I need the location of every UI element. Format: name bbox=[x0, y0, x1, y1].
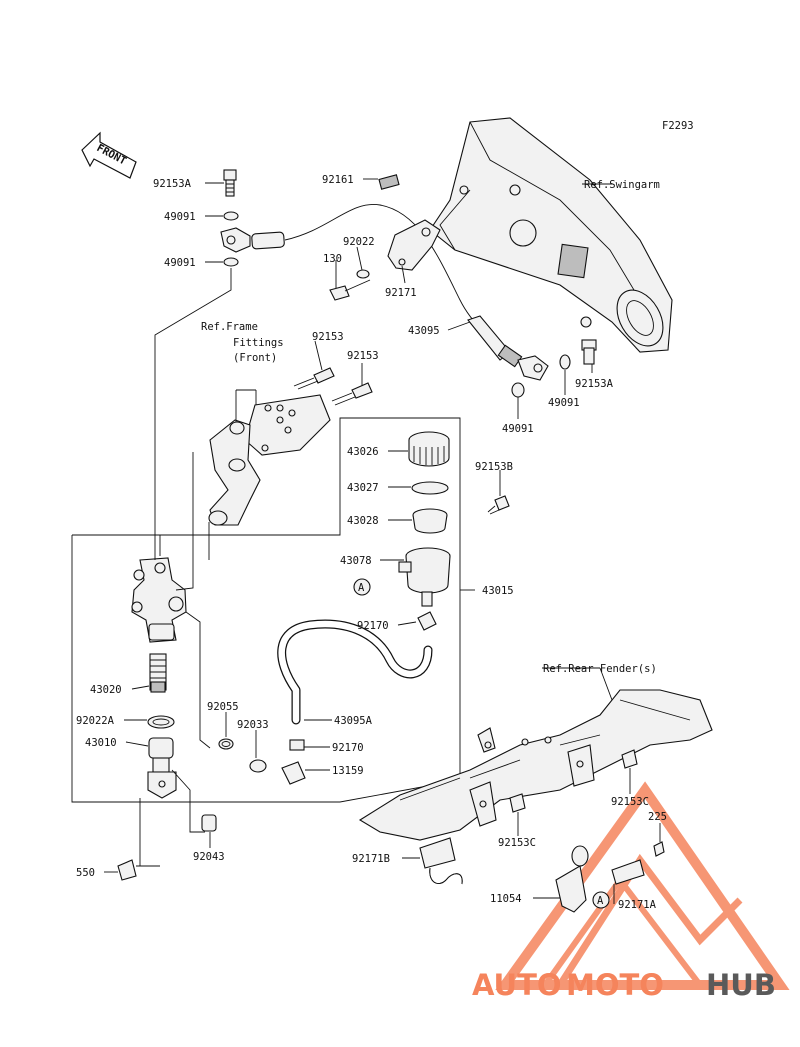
label-43020: 43020 bbox=[90, 684, 122, 696]
label-92153-a: 92153 bbox=[312, 331, 344, 343]
diaphragm bbox=[412, 508, 448, 534]
label-92153C-b: 92153C bbox=[498, 837, 536, 849]
reservoir-cap bbox=[408, 431, 450, 467]
label-49091-a: 49091 bbox=[164, 211, 196, 223]
label-92033: 92033 bbox=[237, 719, 269, 731]
label-92055: 92055 bbox=[207, 701, 239, 713]
frame-fitting-bracket bbox=[208, 367, 373, 526]
label-92153A-top: 92153A bbox=[153, 178, 192, 190]
label-43027: 43027 bbox=[347, 482, 379, 494]
label-92170-b: 92170 bbox=[332, 742, 364, 754]
label-92171B: 92171B bbox=[352, 853, 390, 865]
watermark-part3: HUB bbox=[706, 968, 776, 1002]
label-13159: 13159 bbox=[332, 765, 364, 777]
ref-swingarm: Ref.Swingarm bbox=[584, 179, 660, 191]
leader-lines bbox=[104, 178, 661, 904]
hose-bracket-92171 bbox=[378, 174, 441, 271]
ref-rear-fender: Ref.Rear Fender(s) bbox=[543, 663, 657, 675]
label-92022: 92022 bbox=[343, 236, 375, 248]
marker-a-left: A bbox=[358, 582, 365, 594]
label-43028: 43028 bbox=[347, 515, 379, 527]
label-43095: 43095 bbox=[408, 325, 440, 337]
label-43095A: 43095A bbox=[334, 715, 373, 727]
swingarm-outline bbox=[429, 117, 673, 353]
label-43026: 43026 bbox=[347, 446, 379, 458]
ref-frame-line3: (Front) bbox=[233, 352, 277, 364]
push-rod bbox=[147, 737, 177, 799]
label-550: 550 bbox=[76, 867, 95, 879]
label-11054: 11054 bbox=[490, 893, 522, 905]
front-direction-marker: FRONT bbox=[81, 131, 137, 179]
label-225: 225 bbox=[648, 811, 667, 823]
figure-code: F2293 bbox=[662, 120, 694, 132]
master-cylinder-body bbox=[131, 557, 187, 643]
brake-hose-upper bbox=[220, 169, 521, 361]
label-92153-b: 92153 bbox=[347, 350, 379, 362]
watermark-text: AUTO MOTO HUB bbox=[472, 968, 776, 1002]
label-43078: 43078 bbox=[340, 555, 372, 567]
piston-spring bbox=[149, 653, 167, 693]
label-92043: 92043 bbox=[193, 851, 225, 863]
marker-a-right: A bbox=[597, 895, 604, 907]
label-92153C-a: 92153C bbox=[611, 796, 649, 808]
watermark-logo bbox=[495, 781, 790, 990]
label-92153A-right: 92153A bbox=[575, 378, 614, 390]
label-130: 130 bbox=[323, 253, 342, 265]
diaphragm-plate bbox=[411, 481, 449, 495]
rear-fender-outline bbox=[358, 689, 713, 841]
ref-frame-line1: Ref.Frame bbox=[201, 321, 258, 333]
watermark-part1: AUTO bbox=[472, 968, 562, 1002]
reservoir-body bbox=[398, 547, 451, 607]
label-92153B: 92153B bbox=[475, 461, 513, 473]
watermark-part2: MOTO bbox=[566, 968, 664, 1002]
label-43015: 43015 bbox=[482, 585, 514, 597]
label-43010: 43010 bbox=[85, 737, 117, 749]
reservoir-hose bbox=[277, 619, 433, 725]
label-49091-r1: 49091 bbox=[548, 397, 580, 409]
hose-clamp-92171B bbox=[419, 837, 463, 885]
label-49091-b: 49091 bbox=[164, 257, 196, 269]
brake-switch bbox=[555, 841, 665, 913]
label-92171: 92171 bbox=[385, 287, 417, 299]
label-92170-a: 92170 bbox=[357, 620, 389, 632]
label-92022A: 92022A bbox=[76, 715, 115, 727]
label-92171A: 92171A bbox=[618, 899, 657, 911]
label-92161: 92161 bbox=[322, 174, 354, 186]
ref-frame-line2: Fittings bbox=[233, 337, 284, 349]
brake-hose-end-right bbox=[467, 315, 597, 398]
label-49091-r2: 49091 bbox=[502, 423, 534, 435]
